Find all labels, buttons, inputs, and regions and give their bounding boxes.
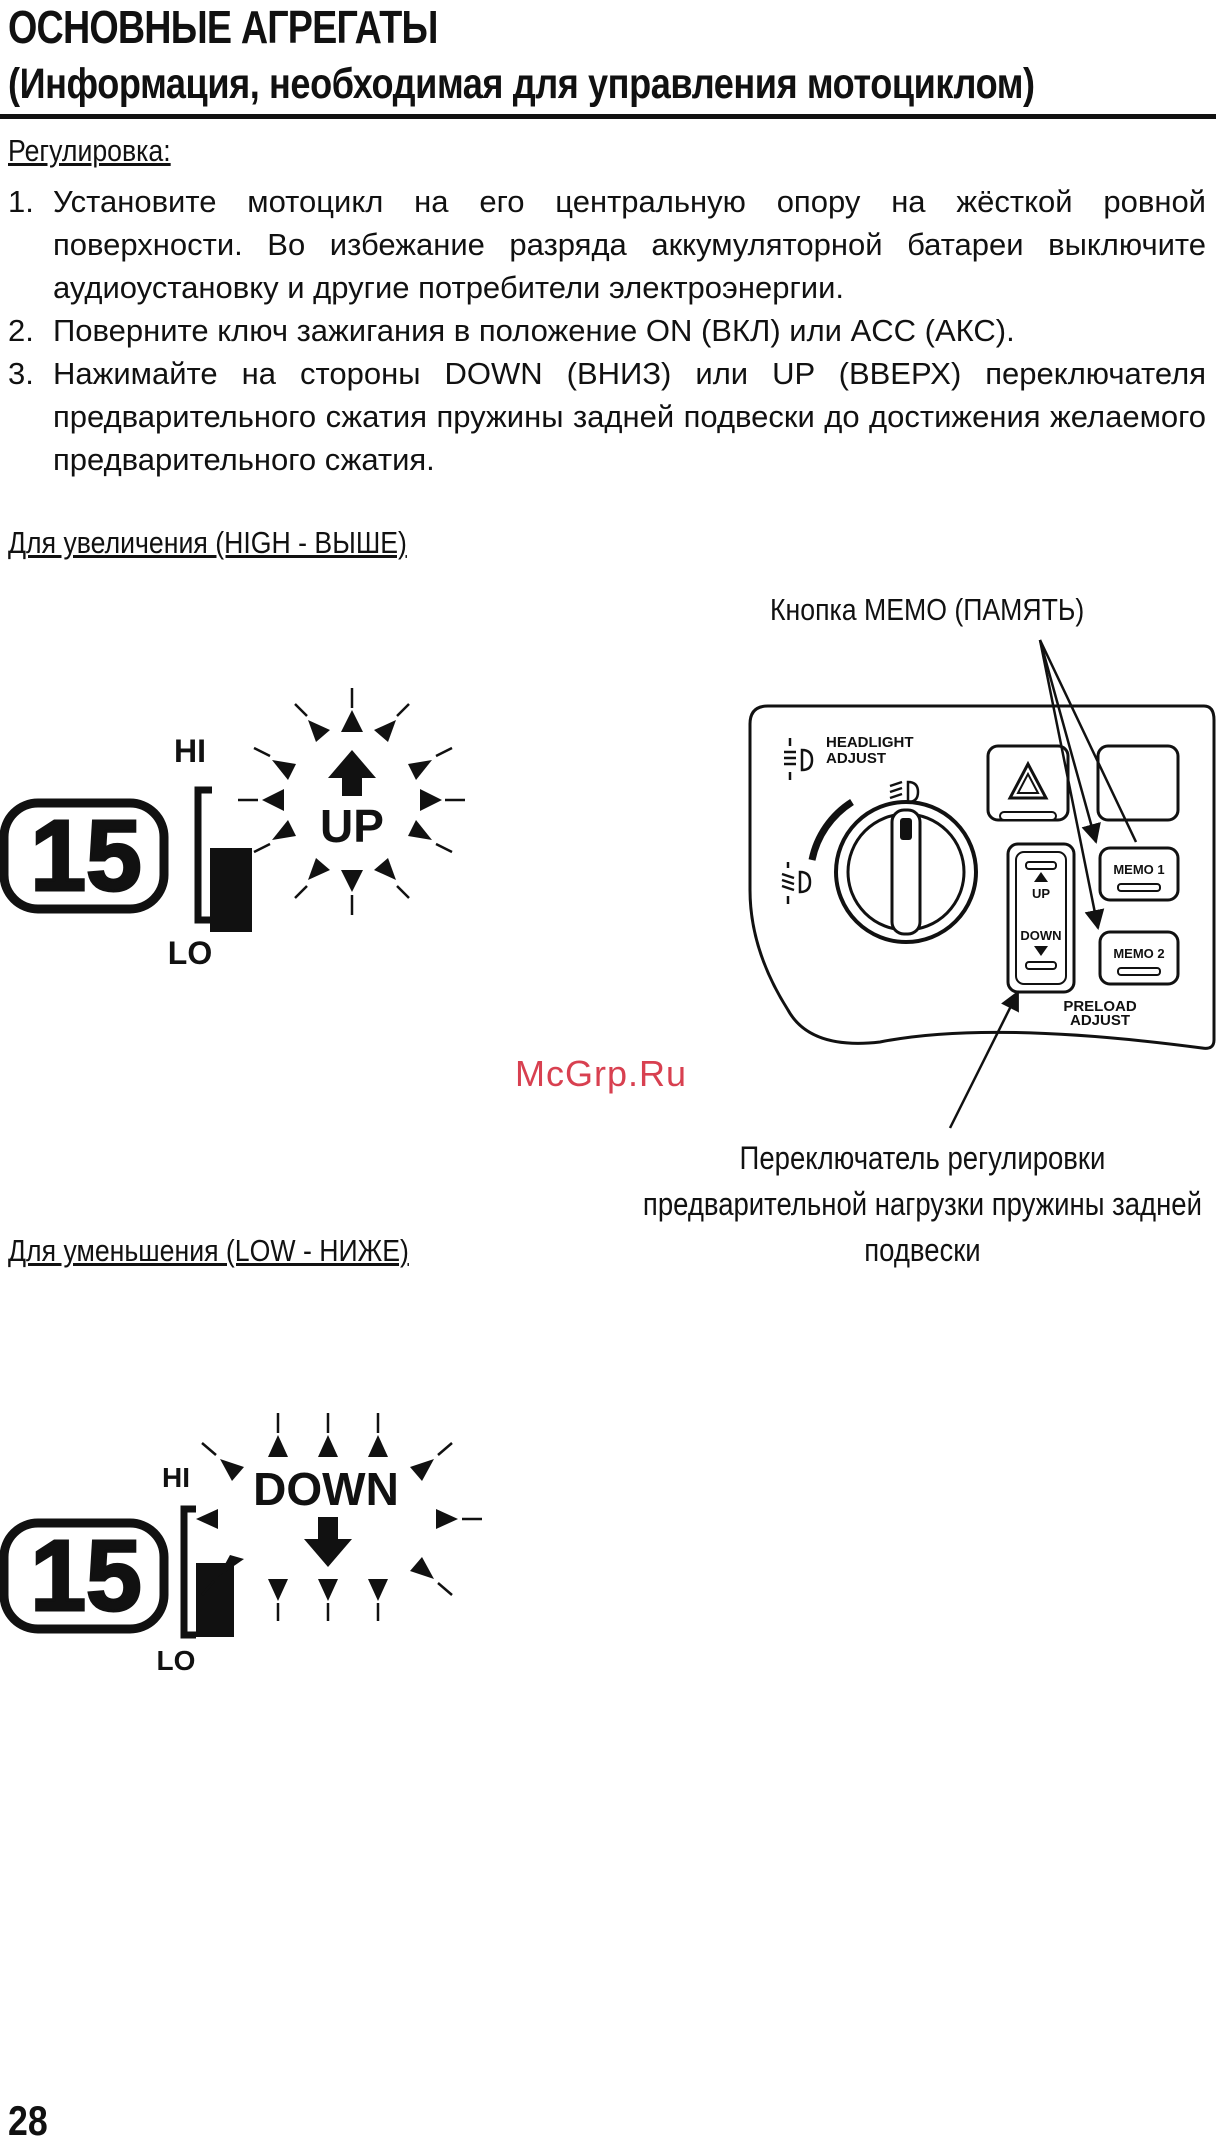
memo-1-label: MEMO 1 [1113, 862, 1164, 877]
level-bracket [180, 1505, 196, 1639]
preload-adjust-switch[interactable]: UP DOWN [1006, 842, 1076, 994]
lo-label: LO [157, 1645, 196, 1676]
display-number-frame [0, 1518, 169, 1634]
display-number: 15 [30, 1520, 141, 1632]
section-heading: Регулировка: [8, 133, 171, 168]
hazard-button[interactable] [986, 744, 1070, 822]
level-bar [210, 848, 252, 932]
page-title: ОСНОВНЫЕ АГРЕГАТЫ [8, 1, 438, 53]
list-item: 3. Нажимайте на стороны DOWN (ВНИЗ) или … [8, 352, 1206, 481]
memo-2-button[interactable]: MEMO 2 [1098, 930, 1180, 986]
leader-lines [948, 639, 1138, 1129]
arrow-up-icon [1034, 872, 1048, 882]
list-item: 1. Установите мотоцикл на его центральну… [8, 180, 1206, 309]
steps-list: 1. Установите мотоцикл на его центральну… [8, 180, 1206, 481]
dial-scale-arc [808, 799, 854, 861]
direction-label: DOWN [253, 1463, 399, 1515]
arrow-down-icon [304, 1517, 352, 1567]
watermark: McGrp.Ru [515, 1053, 688, 1094]
hi-label: HI [162, 1462, 190, 1493]
preload-up-display-figure: 15 HI LO UP [0, 688, 465, 970]
preload-label-1: PRELOAD [1063, 998, 1137, 1015]
list-item: 2. Поверните ключ зажигания в положение … [8, 309, 1206, 352]
flash-arrows [196, 1435, 458, 1601]
increase-label: Для увеличения (HIGH - ВЫШЕ) [8, 525, 407, 560]
step-text: Поверните ключ зажигания в положение ON … [53, 313, 1015, 348]
display-number: 15 [30, 800, 141, 912]
hazard-icon [1007, 760, 1049, 800]
switch-down-label: DOWN [1020, 928, 1061, 943]
decrease-label: Для уменьшения (LOW - НИЖЕ) [8, 1233, 409, 1268]
headlight-low-icon [781, 862, 812, 904]
headlight-adjust-knob[interactable] [834, 800, 978, 944]
flash-rays [201, 1413, 482, 1621]
headlight-label-1: HEADLIGHT [826, 734, 914, 751]
switch-caption: Переключатель регулировки предварительно… [642, 1140, 1202, 1268]
memo-caption: Кнопка MEMO (ПАМЯТЬ) [770, 592, 1085, 627]
step-number: 2. [8, 313, 34, 348]
arrow-up-icon [328, 750, 376, 796]
control-panel-figure: HEADLIGHT ADJUST UP DOWN MEMO 1 [748, 704, 1216, 1050]
memo-2-label: MEMO 2 [1113, 946, 1164, 961]
page-subtitle: (Информация, необходимая для управления … [8, 60, 1035, 108]
memo-1-button[interactable]: MEMO 1 [1098, 846, 1180, 902]
lo-label: LO [168, 935, 212, 970]
page-number: 28 [8, 2097, 48, 2144]
step-number: 1. [8, 184, 34, 219]
display-number-frame [0, 798, 169, 914]
flash-rays [238, 688, 465, 915]
hi-label: HI [174, 733, 206, 769]
step-number: 3. [8, 356, 34, 391]
switch-up-label: UP [1032, 886, 1050, 901]
direction-label: UP [320, 800, 384, 852]
headlight-icon [784, 738, 814, 780]
arrow-down-icon [1034, 946, 1048, 956]
header-divider [0, 114, 1216, 119]
level-bracket [194, 786, 212, 924]
headlight-label-2: ADJUST [826, 750, 886, 767]
preload-label-2: ADJUST [1070, 1012, 1130, 1029]
step-text: Нажимайте на стороны DOWN (ВНИЗ) или UP … [53, 356, 1206, 477]
step-text: Установите мотоцикл на его центральную о… [53, 184, 1206, 305]
preload-down-display-figure: 15 HI LO DOWN [0, 1413, 482, 1676]
flash-arrows [262, 710, 442, 892]
level-bar [196, 1563, 234, 1637]
